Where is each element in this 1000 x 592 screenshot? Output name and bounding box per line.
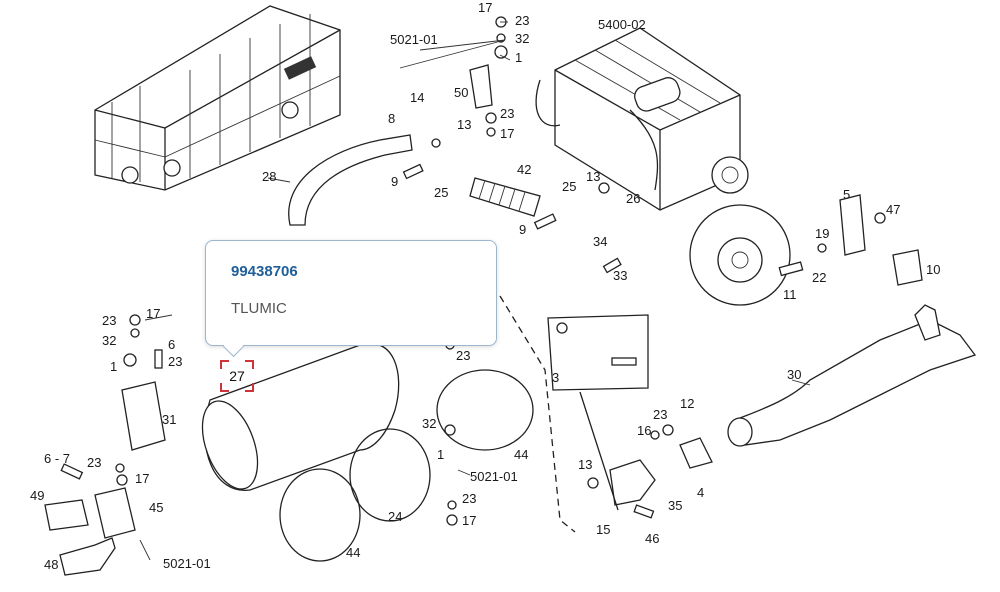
part-label: 32	[422, 416, 436, 431]
part-label: 5021-01	[390, 32, 438, 47]
part-label: 9	[391, 174, 398, 189]
part-label: 23	[500, 106, 514, 121]
part-label: 15	[596, 522, 610, 537]
part-label: 4	[697, 485, 704, 500]
part-label: 31	[162, 412, 176, 427]
part-label: 47	[886, 202, 900, 217]
part-label: 17	[462, 513, 476, 528]
part-label: 44	[514, 447, 528, 462]
hotspot-number: 27	[229, 368, 245, 384]
part-label: 9	[519, 222, 526, 237]
part-label: 33	[613, 268, 627, 283]
part-label: 19	[815, 226, 829, 241]
part-label: 6 - 7	[44, 451, 70, 466]
part-label: 23	[515, 13, 529, 28]
part-label: 23	[102, 313, 116, 328]
part-label: 17	[500, 126, 514, 141]
part-label: 23	[456, 348, 470, 363]
muffler-27	[201, 342, 400, 491]
part-label: 28	[262, 169, 276, 184]
corner-marker	[220, 360, 229, 369]
inset-box-3	[547, 314, 649, 391]
part-label: 24	[388, 509, 402, 524]
part-label: 25	[434, 185, 448, 200]
part-label: 34	[593, 234, 607, 249]
brackets	[44, 64, 923, 576]
part-label: 13	[457, 117, 471, 132]
part-labels: 17 23 32 1 5021-01 5400-02 50 14 8 23 17…	[30, 0, 940, 572]
part-label: 3	[552, 370, 559, 385]
part-label: 23	[168, 354, 182, 369]
part-label: 46	[645, 531, 659, 546]
part-label: 30	[787, 367, 801, 382]
part-label: 11	[783, 287, 797, 302]
part-label: 49	[30, 488, 44, 503]
part-label: 1	[515, 50, 522, 65]
corner-marker	[220, 383, 229, 392]
corner-marker	[245, 383, 254, 392]
part-label: 5021-01	[470, 469, 518, 484]
leader-lines	[139, 21, 811, 561]
part-label: 8	[388, 111, 395, 126]
part-label: 14	[410, 90, 424, 105]
hotspot-27[interactable]: 27	[220, 360, 254, 392]
part-label: 32	[102, 333, 116, 348]
part-label: 23	[462, 491, 476, 506]
part-label: 35	[668, 498, 682, 513]
bus-illustration	[94, 5, 341, 191]
corner-marker	[245, 360, 254, 369]
part-label: 50	[454, 85, 468, 100]
part-label: 10	[926, 262, 940, 277]
part-label: 5021-01	[163, 556, 211, 571]
part-label: 25	[562, 179, 576, 194]
part-label: 17	[478, 0, 492, 15]
part-label: 12	[680, 396, 694, 411]
part-tooltip: 99438706 TLUMIC	[205, 240, 497, 346]
part-label: 1	[110, 359, 117, 374]
engine-illustration	[535, 27, 791, 306]
part-label: 23	[653, 407, 667, 422]
part-label: 44	[346, 545, 360, 560]
part-label: 48	[44, 557, 58, 572]
part-label: 22	[812, 270, 826, 285]
part-label: 23	[87, 455, 101, 470]
part-label: 17	[146, 306, 160, 321]
part-label: 13	[578, 457, 592, 472]
part-name: TLUMIC	[231, 300, 287, 317]
part-label: 26	[626, 191, 640, 206]
part-label: 17	[135, 471, 149, 486]
part-label: 5	[843, 187, 850, 202]
part-label: 6	[168, 337, 175, 352]
fasteners	[60, 16, 886, 526]
part-label: 1	[437, 447, 444, 462]
flex-pipe-42	[469, 177, 541, 217]
part-label: 42	[517, 162, 531, 177]
part-label: 5400-02	[598, 17, 646, 32]
part-label: 13	[586, 169, 600, 184]
part-label: 32	[515, 31, 529, 46]
clamps	[279, 369, 534, 562]
part-label: 45	[149, 500, 163, 515]
tail-pipe-30	[727, 304, 977, 447]
part-label: 16	[637, 423, 651, 438]
part-code[interactable]: 99438706	[231, 263, 298, 280]
